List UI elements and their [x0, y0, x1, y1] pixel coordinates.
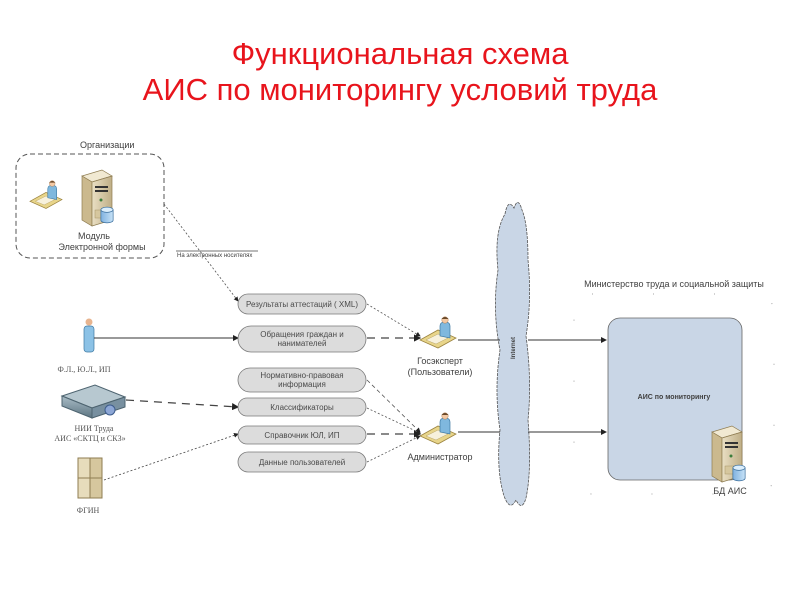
title-line-2: АИС по мониторингу условий труда: [142, 72, 658, 107]
data-block-label: Справочник ЮЛ, ИП: [264, 431, 339, 440]
title-line-1: Функциональная схема: [231, 36, 569, 71]
data-block-label: Нормативно-правовая: [260, 371, 343, 380]
classifiers-to-admin-connector: [366, 407, 421, 434]
data-block-shape: [237, 425, 367, 445]
user-at-desk-icon: [29, 180, 63, 209]
admin-user-icon: [419, 412, 457, 445]
niit-connector: [125, 399, 240, 411]
data-block-label: Результаты аттестаций ( XML): [246, 300, 358, 309]
data-block-shape: [237, 293, 367, 315]
individuals-label: Ф.Л., Ю.Л., ИП: [58, 365, 111, 374]
organizations-group-label: Организации: [80, 140, 134, 150]
admin-label: Администратор: [408, 452, 473, 462]
expert-label-line-1: Госэксперт: [417, 356, 463, 366]
data-block-label: Классификаторы: [270, 403, 334, 412]
data-block-label: нанимателей: [278, 339, 327, 348]
userdata-to-admin-connector: [366, 435, 421, 463]
ministry-group-label: Министерство труда и социальной защиты: [584, 279, 764, 289]
ais-system-box: [607, 317, 743, 481]
data-block-shape: [237, 397, 367, 417]
data-block-label: Данные пользователей: [259, 458, 345, 467]
db-label: БД АИС: [713, 486, 747, 496]
niit-label-line-2: АИС «СКТЦ и СКЗ»: [54, 434, 125, 443]
person-icon: [83, 318, 95, 353]
server-cluster-icon: [77, 457, 103, 499]
module-label-line-1: Модуль: [78, 231, 110, 241]
data-block-shape: [237, 325, 367, 353]
media-label: На электронных носителях: [177, 253, 252, 259]
data-block-label: Обращения граждан и: [260, 330, 343, 339]
module-label-line-2: Электронной формы: [58, 242, 145, 252]
fts-label: ФГИН: [77, 506, 100, 515]
internet-label: Internet: [511, 337, 517, 359]
data-block: Результаты аттестаций ( XML): [237, 293, 367, 315]
expert-user-icon: [419, 316, 457, 349]
norms-to-admin-connector: [366, 379, 421, 433]
ais-system-label: АИС по мониторингу: [638, 394, 711, 401]
results-to-expert-connector: [366, 303, 421, 337]
database-icon: [100, 206, 114, 224]
page-title: Функциональная схема АИС по мониторингу …: [0, 36, 800, 108]
data-block: Классификаторы: [237, 397, 367, 417]
internet-cloud: [495, 202, 530, 506]
org-to-results-connector: [163, 203, 239, 302]
data-block-shape: [237, 367, 367, 393]
data-block-label: информация: [278, 380, 326, 389]
data-block: Справочник ЮЛ, ИП: [237, 425, 367, 445]
niit-label-line-1: НИИ Труда: [75, 424, 114, 433]
organizations-group-border: [15, 153, 165, 259]
expert-label-line-2: (Пользователи): [408, 367, 473, 377]
rack-server-icon: [60, 384, 127, 419]
data-block-shape: [237, 451, 367, 473]
db-cylinder-icon: [732, 464, 746, 482]
data-block: Данные пользователей: [237, 451, 367, 473]
